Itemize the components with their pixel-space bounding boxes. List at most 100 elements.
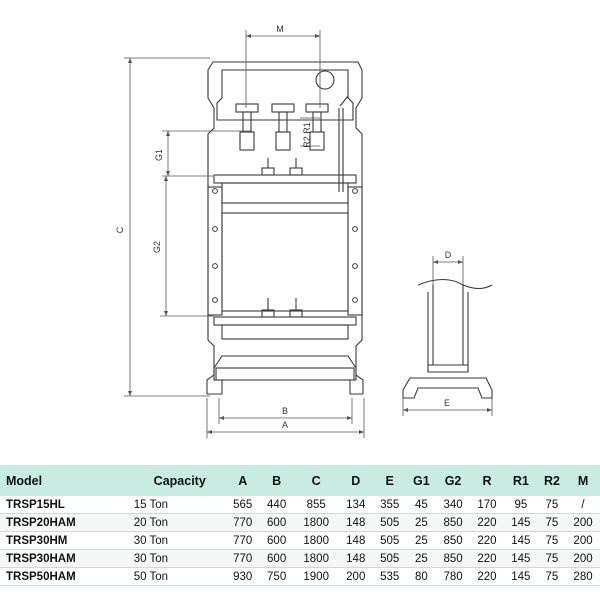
table-cell: TRSP15HL (0, 496, 134, 514)
table-cell: TRSP20HAM (0, 513, 134, 532)
column-header-r2: R2 (537, 465, 567, 496)
table-cell: 200 (566, 513, 600, 532)
table-cell: 770 (225, 531, 260, 550)
table-cell: 25 (406, 513, 437, 532)
table-cell: 505 (372, 531, 407, 550)
dim-d-label: D (445, 250, 452, 260)
table-cell: 75 (537, 549, 567, 568)
cylinder-left (235, 103, 259, 113)
table-cell: 220 (470, 549, 504, 568)
table-cell: 200 (566, 549, 600, 568)
table-cell: 850 (436, 513, 470, 532)
table-cell: 200 (338, 567, 373, 586)
table-cell: 850 (436, 531, 470, 550)
table-cell: TRSP50HAM (0, 567, 134, 586)
table-cell: 145 (503, 531, 538, 550)
table-cell: 145 (503, 513, 538, 532)
table-cell: 1800 (293, 513, 339, 532)
table-cell: 25 (406, 549, 437, 568)
table-cell: 505 (372, 549, 407, 568)
column-header-r1: R1 (503, 465, 538, 496)
dim-g2-label: G2 (152, 241, 162, 253)
table-cell: 930 (225, 567, 260, 586)
side-view (402, 278, 493, 399)
column-header-model: Model (0, 465, 134, 496)
cylinder-middle (271, 103, 295, 113)
table-cell: 95 (503, 496, 538, 514)
table-cell: 600 (259, 531, 294, 550)
table-cell: 340 (436, 496, 470, 514)
middle-opening (221, 212, 349, 312)
table-header-row: Model Capacity A B C D E G1 G2 R R1 R2 M (0, 465, 600, 496)
column-header-b: B (259, 465, 294, 496)
table-cell: / (566, 496, 600, 514)
table-cell: 50 Ton (133, 567, 226, 586)
spec-table: Model Capacity A B C D E G1 G2 R R1 R2 M… (0, 465, 600, 586)
column-header-a: A (225, 465, 260, 496)
column-header-c: C (293, 465, 339, 496)
dim-b-label: B (282, 406, 288, 416)
dim-g1-label: G1 (154, 149, 164, 161)
press-technical-drawing: M C G1 G2 R1 R2 B A D E (115, 24, 493, 438)
table-cell: 170 (470, 496, 504, 514)
dim-m-label: M (276, 24, 284, 34)
table-cell: 750 (259, 567, 294, 586)
table-cell: 505 (372, 513, 407, 532)
table-cell: 770 (225, 513, 260, 532)
table-cell: TRSP30HAM (0, 549, 134, 568)
column-header-r: R (470, 465, 504, 496)
table-cell: 220 (470, 567, 504, 586)
table-cell: 75 (537, 567, 567, 586)
dim-r1-label: R1 (302, 122, 312, 134)
table-cell: 535 (372, 567, 407, 586)
table-cell: 200 (566, 531, 600, 550)
upper-bed (213, 174, 357, 184)
cylinder-right (305, 103, 329, 113)
column-header-m: M (566, 465, 600, 496)
table-cell: 850 (436, 549, 470, 568)
dim-c-label: C (115, 226, 125, 233)
column-header-d: D (338, 465, 373, 496)
table-cell: 855 (293, 496, 339, 514)
table-cell: 80 (406, 567, 437, 586)
table-cell: 440 (259, 496, 294, 514)
table-cell: 1800 (293, 549, 339, 568)
table-cell: 600 (259, 549, 294, 568)
table-cell: 220 (470, 513, 504, 532)
table-cell: 145 (503, 549, 538, 568)
table-cell: 148 (338, 549, 373, 568)
table-cell: 45 (406, 496, 437, 514)
top-window (216, 69, 354, 121)
table-cell: 1800 (293, 531, 339, 550)
column-header-g1: G1 (406, 465, 437, 496)
column-header-e: E (372, 465, 407, 496)
column-header-g2: G2 (436, 465, 470, 496)
table-cell: 280 (566, 567, 600, 586)
table-cell: 25 (406, 531, 437, 550)
table-cell: 148 (338, 513, 373, 532)
gauge (315, 70, 335, 90)
dim-a-label: A (282, 420, 288, 430)
table-cell: 75 (537, 496, 567, 514)
table-cell: 30 Ton (133, 531, 226, 550)
table-cell: 220 (470, 531, 504, 550)
table-cell: 565 (225, 496, 260, 514)
table-cell: 148 (338, 531, 373, 550)
base (213, 355, 357, 381)
table-cell: 134 (338, 496, 373, 514)
lower-bed (213, 316, 357, 326)
table-cell: 145 (503, 567, 538, 586)
table-cell: 600 (259, 513, 294, 532)
table-cell: 75 (537, 513, 567, 532)
table-cell: 1900 (293, 567, 339, 586)
table-cell: 30 Ton (133, 549, 226, 568)
table-cell: 20 Ton (133, 513, 226, 532)
table-cell: 770 (225, 549, 260, 568)
dim-e-label: E (444, 398, 450, 408)
table-cell: 75 (537, 531, 567, 550)
